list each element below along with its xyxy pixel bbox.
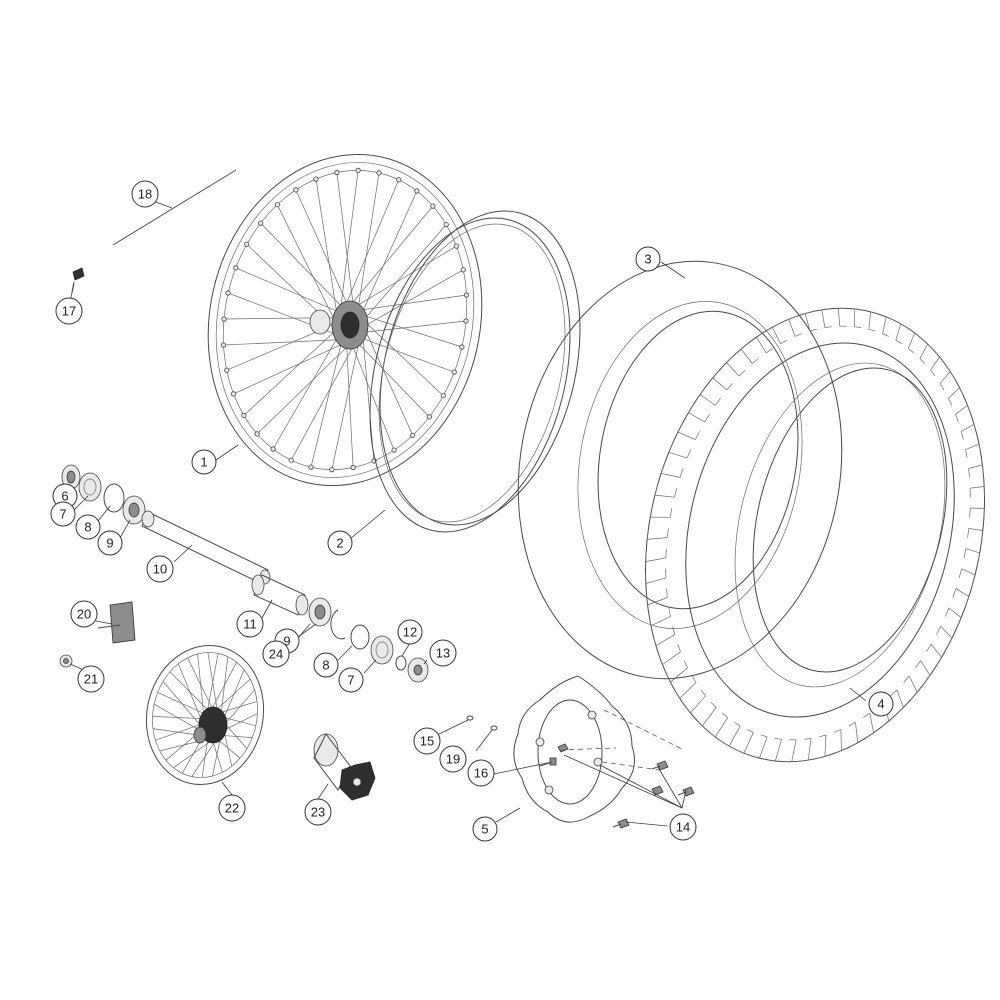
callout-15: 15 bbox=[413, 727, 441, 755]
callout-16: 16 bbox=[467, 759, 495, 787]
bolts-14 bbox=[557, 743, 695, 829]
callout-2: 2 bbox=[327, 530, 353, 556]
complete-wheel-22 bbox=[145, 644, 265, 786]
spacer-tube-11 bbox=[251, 574, 309, 616]
svg-text:23: 23 bbox=[311, 805, 325, 820]
callout-10: 10 bbox=[146, 555, 174, 583]
callout-12: 12 bbox=[397, 619, 423, 645]
tyre bbox=[645, 307, 985, 763]
leader-lines bbox=[68, 200, 867, 827]
nut-21 bbox=[59, 654, 73, 668]
callout-18: 18 bbox=[131, 180, 159, 208]
callout-6: 6 bbox=[52, 483, 78, 509]
svg-text:10: 10 bbox=[153, 562, 167, 577]
svg-text:9: 9 bbox=[283, 634, 290, 649]
svg-text:9: 9 bbox=[106, 536, 113, 551]
brake-disc-5 bbox=[513, 675, 635, 823]
svg-text:18: 18 bbox=[138, 187, 152, 202]
svg-text:5: 5 bbox=[481, 822, 488, 837]
svg-text:8: 8 bbox=[322, 658, 329, 673]
svg-text:3: 3 bbox=[644, 252, 651, 267]
svg-text:7: 7 bbox=[59, 507, 66, 522]
callout-13: 13 bbox=[429, 639, 457, 667]
assembly-lines bbox=[559, 709, 685, 771]
svg-text:1: 1 bbox=[200, 455, 207, 470]
callout-5: 5 bbox=[472, 816, 498, 842]
svg-text:12: 12 bbox=[403, 625, 417, 640]
spacer-ring-8b bbox=[350, 624, 370, 650]
callout-24: 24 bbox=[262, 640, 290, 668]
svg-text:7: 7 bbox=[347, 673, 354, 688]
bearing-9b bbox=[308, 597, 332, 627]
svg-text:13: 13 bbox=[436, 646, 450, 661]
rim-band bbox=[369, 210, 581, 533]
hub-23 bbox=[313, 733, 376, 801]
spoke-18 bbox=[112, 169, 237, 246]
callout-4: 4 bbox=[868, 691, 894, 717]
svg-text:2: 2 bbox=[336, 536, 343, 551]
callout-7: 7 bbox=[50, 501, 76, 527]
callout-1: 1 bbox=[191, 449, 217, 475]
svg-text:17: 17 bbox=[62, 304, 76, 319]
svg-text:19: 19 bbox=[446, 752, 460, 767]
callout-17: 17 bbox=[55, 297, 83, 325]
callout-14: 14 bbox=[669, 813, 697, 841]
axle-nut-13 bbox=[407, 657, 429, 683]
svg-text:11: 11 bbox=[243, 617, 257, 632]
callout-3: 3 bbox=[635, 246, 661, 272]
front-wheel-rim-assembly bbox=[207, 153, 483, 487]
svg-text:15: 15 bbox=[420, 734, 434, 749]
bearing-9 bbox=[122, 495, 146, 525]
callout-11: 11 bbox=[236, 610, 264, 638]
callout-21: 21 bbox=[77, 665, 105, 693]
inner-tube bbox=[517, 260, 843, 680]
svg-text:4: 4 bbox=[877, 697, 884, 712]
callout-20: 20 bbox=[70, 600, 98, 628]
callout-8b: 8 bbox=[313, 652, 339, 678]
svg-text:14: 14 bbox=[676, 820, 690, 835]
washer-19 bbox=[490, 725, 498, 731]
screw-16 bbox=[539, 757, 557, 767]
callout-7b: 7 bbox=[338, 667, 364, 693]
svg-text:24: 24 bbox=[269, 647, 283, 662]
callout-9: 9 bbox=[97, 530, 123, 556]
svg-text:6: 6 bbox=[61, 489, 68, 504]
svg-text:16: 16 bbox=[474, 766, 488, 781]
svg-text:20: 20 bbox=[77, 607, 91, 622]
washer-12 bbox=[395, 655, 407, 671]
svg-text:8: 8 bbox=[84, 520, 91, 535]
bearing-7 bbox=[78, 472, 102, 502]
washer-15 bbox=[466, 715, 474, 721]
svg-text:21: 21 bbox=[84, 672, 98, 687]
callout-23: 23 bbox=[304, 798, 332, 826]
bracket-20 bbox=[97, 601, 136, 644]
callout-8: 8 bbox=[75, 514, 101, 540]
callout-22: 22 bbox=[218, 794, 246, 822]
svg-text:22: 22 bbox=[225, 801, 239, 816]
bearing-7b bbox=[370, 635, 394, 665]
nipple-17 bbox=[71, 267, 85, 293]
spacer-ring-8 bbox=[103, 483, 125, 513]
callout-19: 19 bbox=[439, 745, 467, 773]
circlip-24 bbox=[330, 609, 346, 640]
